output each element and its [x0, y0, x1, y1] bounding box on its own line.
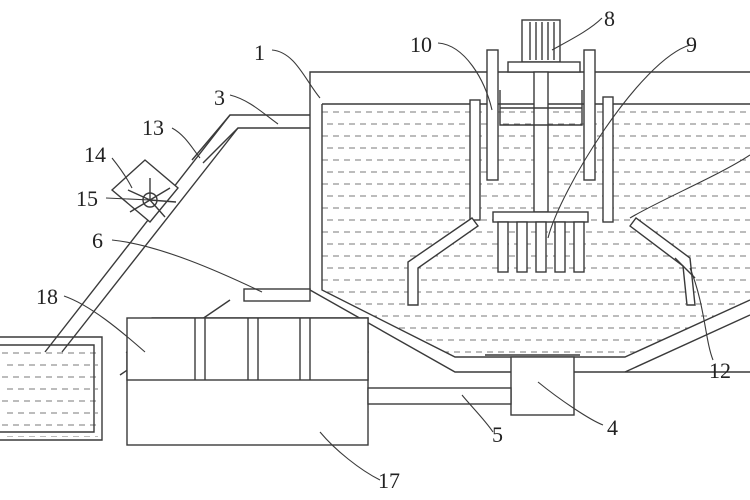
callout-3: 3 [214, 85, 225, 110]
paddle-wheel [110, 159, 179, 223]
baffle-left [469, 99, 481, 221]
feed-pipe [191, 114, 310, 164]
callout-12: 12 [709, 358, 731, 383]
callout-5: 5 [492, 422, 503, 447]
motor [507, 19, 581, 73]
callout-17: 17 [378, 468, 400, 493]
stirring-shaft [499, 71, 583, 213]
callout-15: 15 [76, 186, 98, 211]
callout-4: 4 [607, 415, 618, 440]
guide-plate-right [583, 49, 596, 181]
callout-18: 18 [36, 284, 58, 309]
return-pipe [367, 387, 512, 405]
callout-14: 14 [84, 142, 106, 167]
guide-left [407, 217, 479, 306]
callout-8: 8 [604, 6, 615, 31]
bracket [243, 288, 311, 302]
leader-lines [63, 17, 750, 481]
storage-box-liquid [2, 352, 98, 437]
stirring-comb [492, 211, 589, 273]
baffle-right [602, 96, 614, 223]
callout-13: 13 [142, 115, 164, 140]
callout-6: 6 [92, 228, 103, 253]
callout-labels: 1 3 13 14 15 6 18 10 8 9 12 4 5 17 [36, 6, 731, 493]
callout-1: 1 [254, 40, 265, 65]
callout-10: 10 [410, 32, 432, 57]
callout-9: 9 [686, 32, 697, 57]
guide-plate-left [486, 49, 499, 181]
filter-housing [125, 317, 369, 446]
storage-box [0, 336, 103, 441]
inclined-chute [44, 114, 239, 353]
